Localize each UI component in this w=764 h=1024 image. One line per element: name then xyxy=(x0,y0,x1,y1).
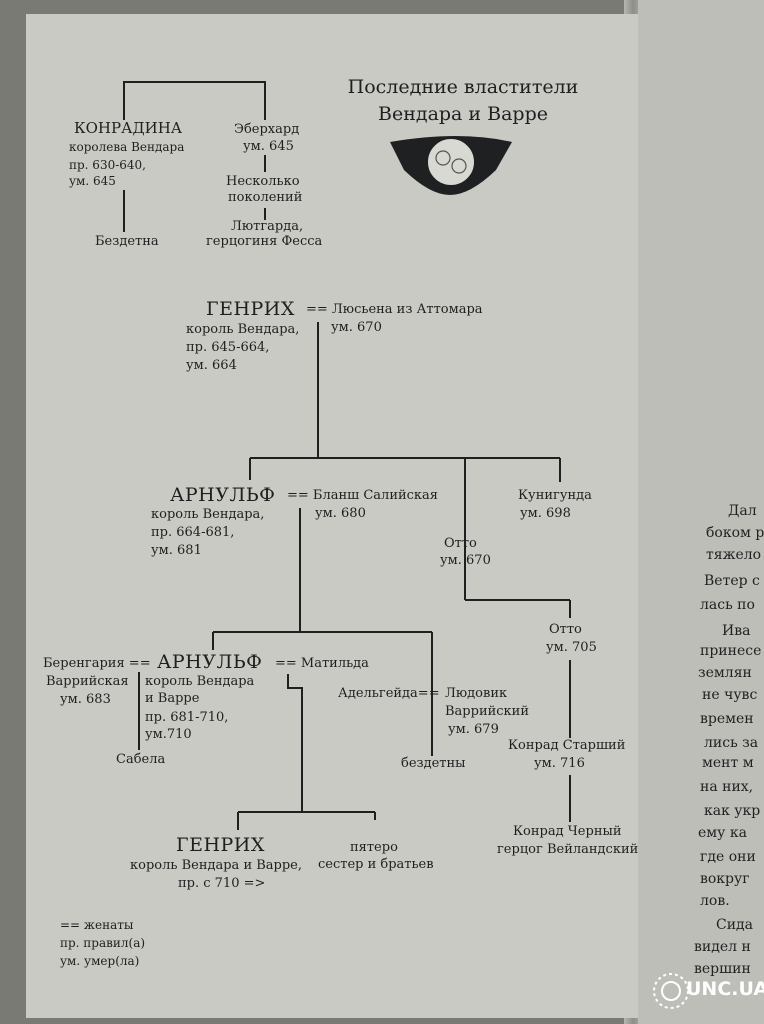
rp-line-14: как укр xyxy=(704,803,761,819)
eberhard-died: ум. 645 xyxy=(243,139,294,154)
rp-line-15: ему ка xyxy=(698,825,747,841)
genrikh1-spouse-died: ум. 670 xyxy=(331,320,382,335)
berengaria-2: Варрийская xyxy=(46,674,129,689)
left-page xyxy=(26,14,638,1018)
konrad-elder-name: Конрад Старший xyxy=(508,738,626,753)
rp-line-7: принесе xyxy=(700,643,762,659)
otto2-died: ум. 705 xyxy=(546,640,597,655)
konradina-info-3: ум. 645 xyxy=(69,174,116,188)
genrikh2-name: ГЕНРИХ xyxy=(176,834,265,856)
rp-line-6: Ива xyxy=(722,623,751,639)
legend-died: ум. умер(ла) xyxy=(60,954,140,968)
arnulf2-info-3: пр. 681-710, xyxy=(145,710,229,725)
generations-2: поколений xyxy=(228,190,303,205)
arnulf1-info-1: король Вендара, xyxy=(151,507,265,522)
sabela: Сабела xyxy=(116,752,166,767)
arnulf2-name: АРНУЛЬФ xyxy=(157,651,263,673)
lyutgarda-2: герцогиня Фесса xyxy=(206,234,323,249)
arnulf2-spouse: == Матильда xyxy=(275,656,369,671)
otto2-name: Отто xyxy=(549,622,582,637)
rp-line-3: тяжело xyxy=(706,547,762,563)
bezdetna: Бездетна xyxy=(95,234,159,249)
legend-married: == женаты xyxy=(60,918,134,932)
generations-1: Несколько xyxy=(226,174,300,189)
rp-line-2: боком р xyxy=(706,525,764,541)
arnulf1-info-2: пр. 664-681, xyxy=(151,525,235,540)
genrikh1-spouse: == Люсьена из Аттомара xyxy=(306,302,483,317)
lyudovik-1: Людовик xyxy=(445,686,508,701)
lyutgarda-1: Лютгарда, xyxy=(231,219,304,234)
rp-line-1: Дал xyxy=(728,503,757,519)
berengaria-died: ум. 683 xyxy=(60,692,111,707)
page-title-line2: Вендара и Варре xyxy=(378,103,548,125)
lyudovik-died: ум. 679 xyxy=(448,722,499,737)
rp-line-17: вокруг xyxy=(700,871,750,887)
rp-line-8: землян xyxy=(698,665,752,681)
bezdetny: бездетны xyxy=(401,756,466,771)
otto1-name: Отто xyxy=(444,536,477,551)
otto1-died: ум. 670 xyxy=(440,553,491,568)
adelgeida: Адельгейда== xyxy=(338,686,440,701)
rp-line-10: времен xyxy=(700,711,754,727)
konradina-name: КОНРАДИНА xyxy=(74,119,183,137)
kunigunda-died: ум. 698 xyxy=(520,506,571,521)
arnulf1-info-3: ум. 681 xyxy=(151,543,202,558)
berengaria-name: Беренгария == xyxy=(43,656,151,671)
eberhard-name: Эберхард xyxy=(234,122,300,137)
page-title-line1: Последние властители xyxy=(347,76,579,98)
rp-line-4: Ветер с xyxy=(704,573,760,589)
kunigunda-name: Кунигунда xyxy=(518,488,592,503)
genrikh2-info-1: король Вендара и Варре, xyxy=(130,858,303,873)
rp-line-18: лов. xyxy=(700,893,730,909)
watermark-logo-icon xyxy=(653,973,689,1009)
siblings-2: сестер и братьев xyxy=(318,857,434,872)
rp-line-12: мент м xyxy=(702,755,754,771)
konrad-black-name: Конрад Черный xyxy=(513,824,622,839)
arnulf2-info-2: и Варре xyxy=(145,691,200,706)
rp-line-11: лись за xyxy=(704,735,759,751)
legend-ruled: пр. правил(а) xyxy=(60,936,146,950)
arnulf1-spouse-died: ум. 680 xyxy=(315,506,366,521)
rp-line-5: лась по xyxy=(700,597,755,613)
rp-line-19: Сида xyxy=(716,917,754,933)
rp-line-20: видел н xyxy=(694,939,751,955)
rp-line-21: вершин xyxy=(694,961,751,977)
konrad-elder-died: ум. 716 xyxy=(534,756,585,771)
siblings-1: пятеро xyxy=(350,840,398,855)
watermark: UNC.UA xyxy=(650,968,764,1012)
rp-line-16: где они xyxy=(700,849,756,865)
genrikh1-info-3: ум. 664 xyxy=(186,358,237,373)
konradina-info-2: пр. 630-640, xyxy=(69,158,146,172)
genrikh1-info-2: пр. 645-664, xyxy=(186,340,270,355)
emblem-icon xyxy=(390,136,512,195)
rp-line-13: на них, xyxy=(700,779,754,795)
arnulf2-info-1: король Вендара xyxy=(145,674,255,689)
lyudovik-2: Варрийский xyxy=(445,704,530,719)
arnulf2-info-4: ум.710 xyxy=(145,727,192,742)
arnulf1-name: АРНУЛЬФ xyxy=(170,484,276,506)
genrikh1-info-1: король Вендара, xyxy=(186,322,300,337)
watermark-text: UNC.UA xyxy=(686,978,764,1000)
genrikh1-name: ГЕНРИХ xyxy=(206,298,295,320)
arnulf1-spouse: == Бланш Салийская xyxy=(287,488,439,503)
konradina-info-1: королева Вендара xyxy=(69,140,185,154)
konrad-black-title: герцог Вейландский xyxy=(497,842,639,857)
rp-line-9: не чувс xyxy=(702,687,758,703)
genrikh2-info-2: пр. с 710 => xyxy=(178,876,266,891)
right-page xyxy=(638,0,764,1024)
